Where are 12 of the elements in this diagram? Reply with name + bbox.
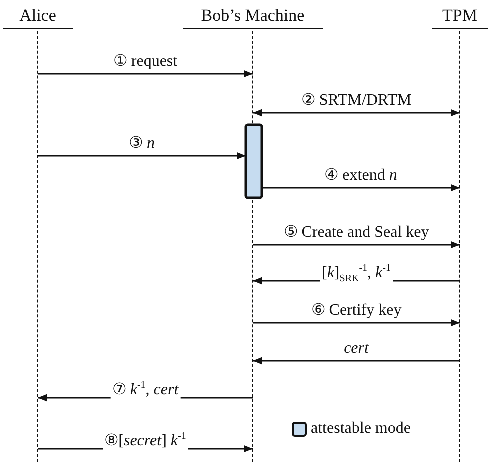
legend-label: attestable mode [311, 420, 411, 438]
message-arrow [253, 357, 460, 365]
message-arrow [253, 241, 460, 249]
participant-label: Bob’s Machine [183, 4, 323, 29]
message-arrow [262, 184, 460, 192]
message-arrow [253, 109, 460, 117]
message-arrow [38, 152, 246, 160]
message-arrow [253, 319, 460, 327]
activation-bar [244, 124, 264, 200]
participant-label: TPM [432, 4, 488, 29]
message-arrow [38, 70, 253, 78]
participant-label: Alice [3, 4, 73, 29]
